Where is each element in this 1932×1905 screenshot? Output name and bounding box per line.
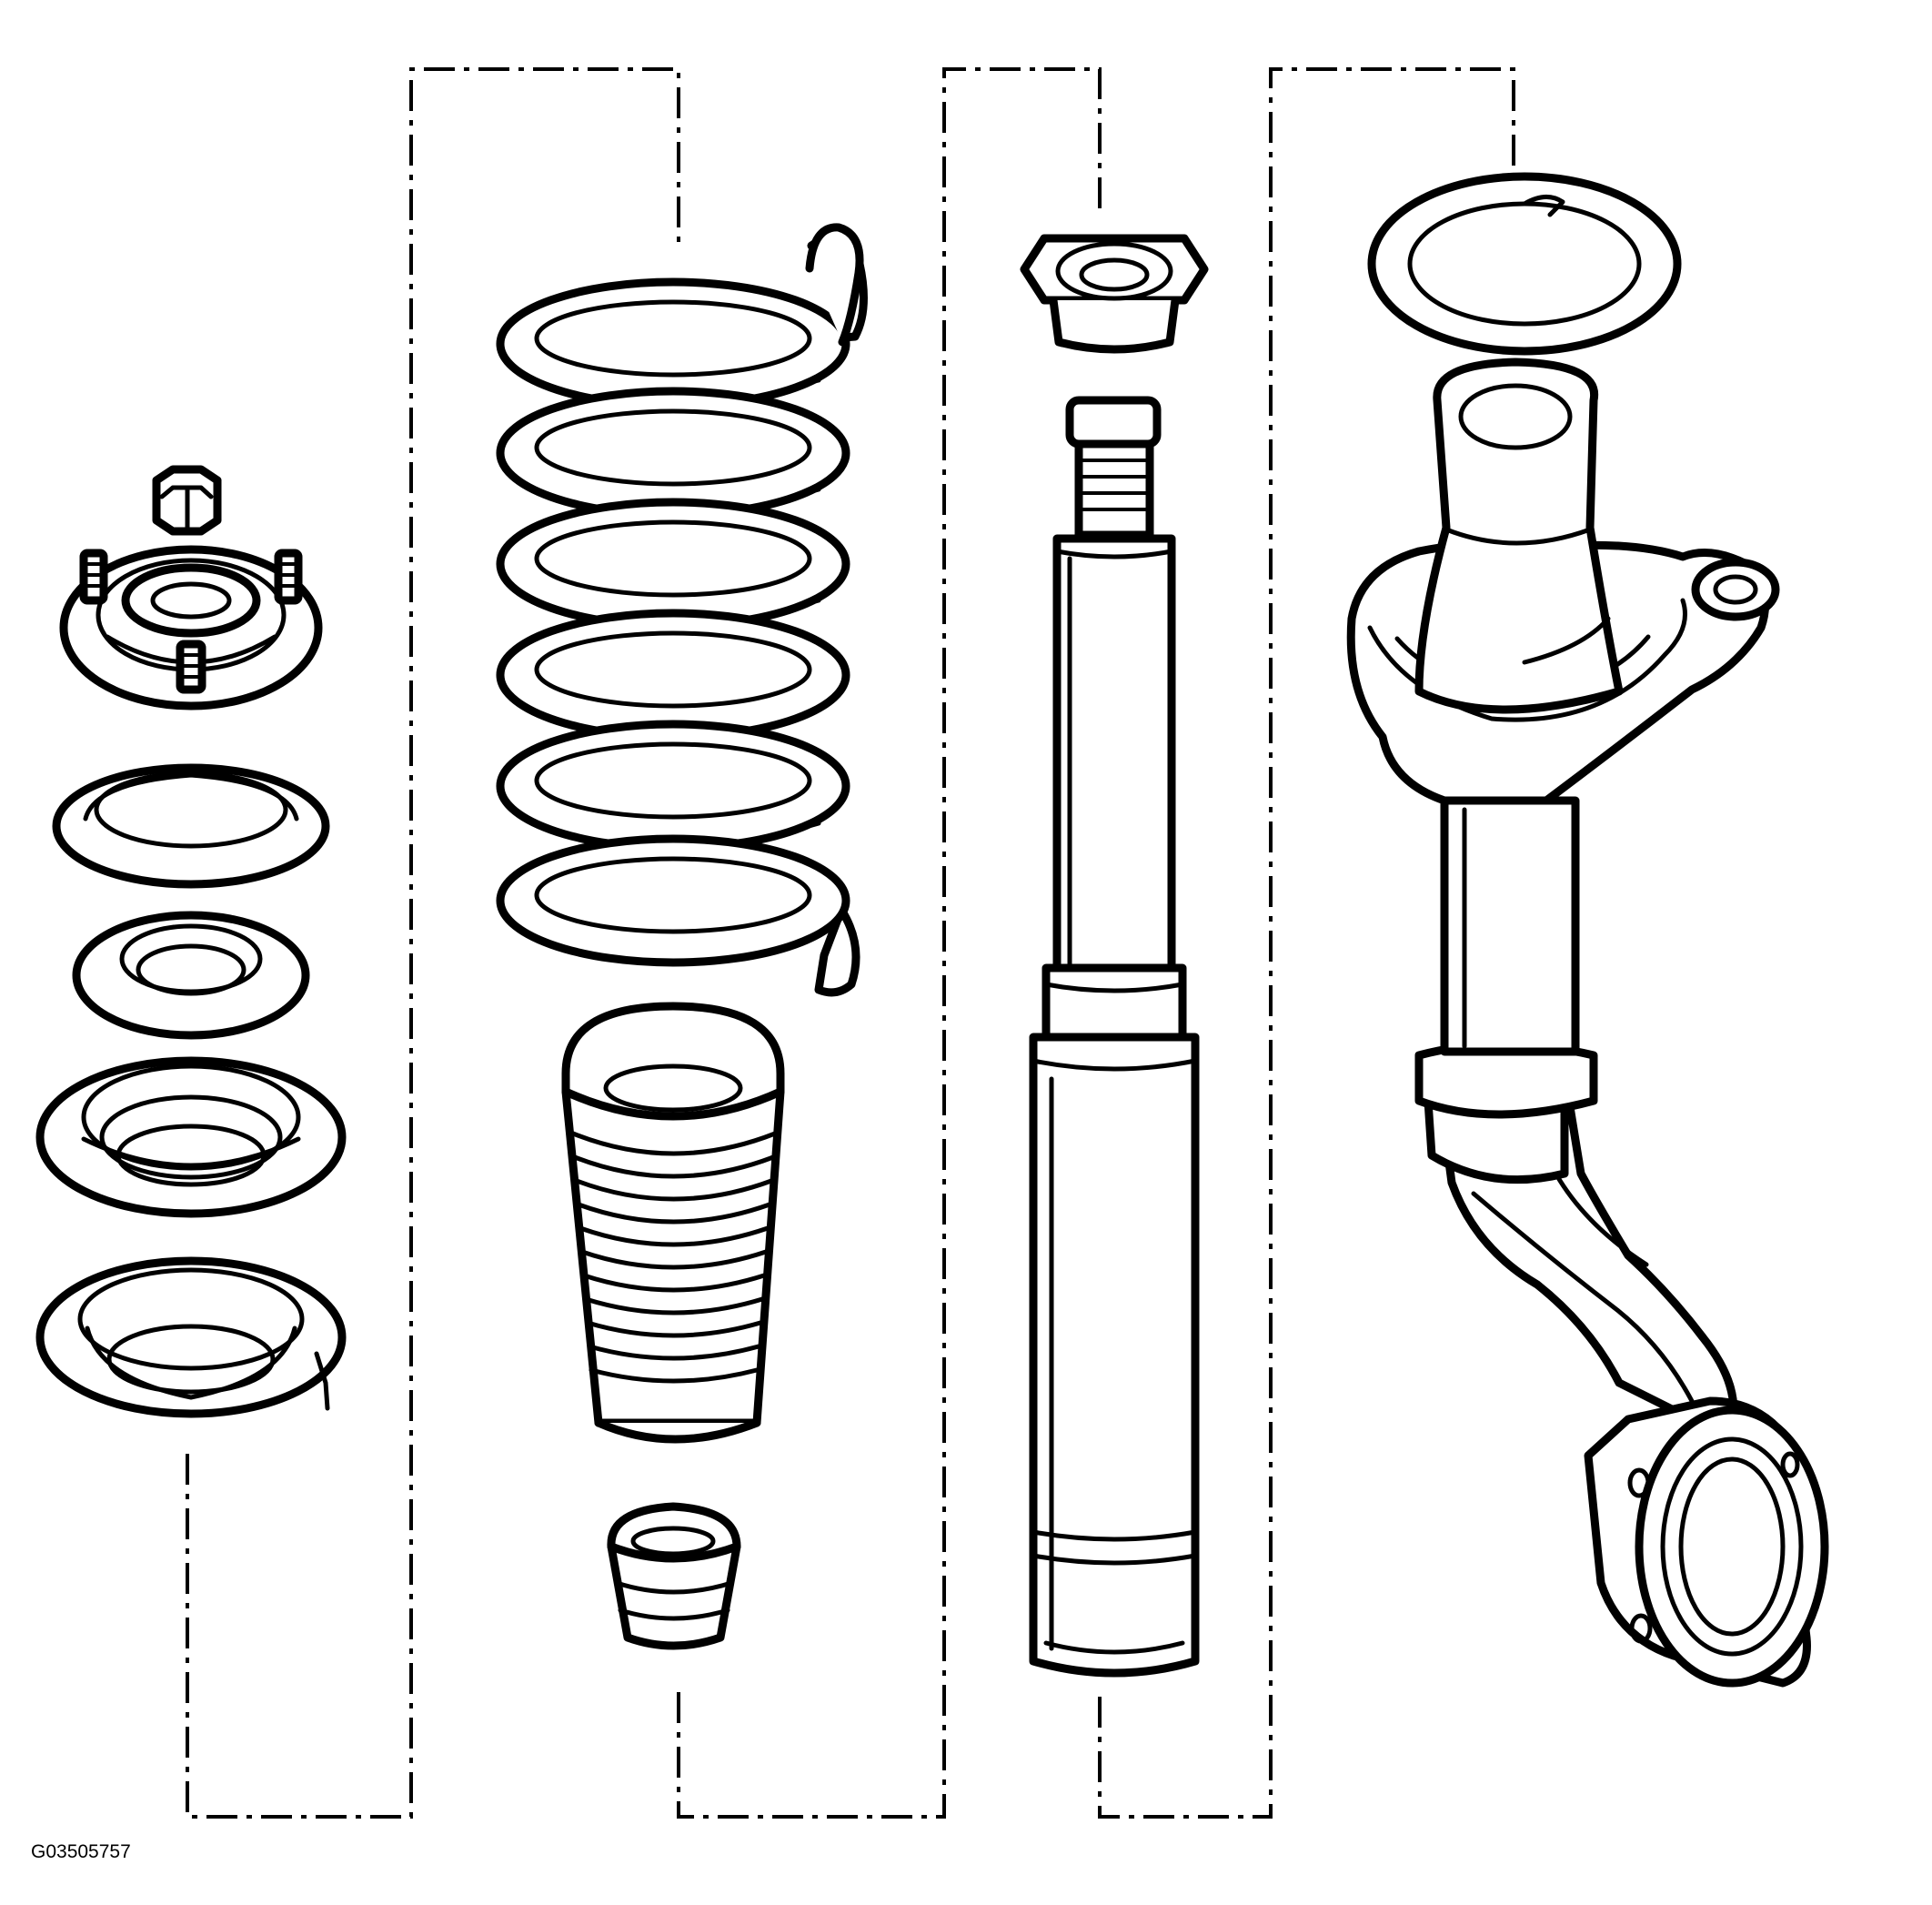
upper-spring-insulator xyxy=(35,1256,347,1418)
upper-spring-seat xyxy=(35,1056,347,1218)
strut-mount-nut xyxy=(152,465,222,536)
mount-bearing xyxy=(52,763,330,889)
bearing-seat xyxy=(72,911,310,1040)
damper-top-nut xyxy=(1020,234,1209,354)
bump-stop xyxy=(607,1502,741,1650)
shock-absorber xyxy=(1029,396,1200,1678)
figure-id-label: G03505757 xyxy=(31,1841,131,1862)
strut-housing-knuckle xyxy=(1346,358,1829,1688)
alignment-lines xyxy=(186,67,1515,1819)
coil-spring xyxy=(496,223,868,997)
dust-boot xyxy=(561,1002,785,1444)
upper-strut-mount xyxy=(59,545,323,711)
lower-spring-insulator xyxy=(1367,172,1682,356)
